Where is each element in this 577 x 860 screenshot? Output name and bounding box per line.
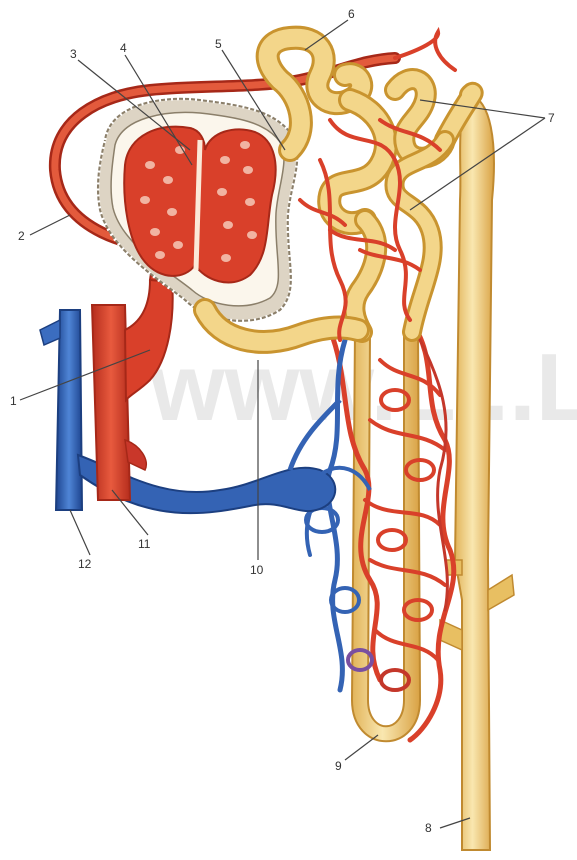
label-8: 8 [425,821,432,835]
label-5: 5 [215,37,222,51]
label-3: 3 [70,47,77,61]
label-9: 9 [335,759,342,773]
glomerulus [124,127,275,283]
label-4: 4 [120,41,127,55]
label-2: 2 [18,229,25,243]
label-6: 6 [348,7,355,21]
label-7: 7 [548,111,555,125]
label-10: 10 [250,563,264,577]
label-11: 11 [138,537,151,551]
label-12: 12 [78,557,92,571]
collecting-duct [440,95,514,850]
label-1: 1 [10,394,17,408]
